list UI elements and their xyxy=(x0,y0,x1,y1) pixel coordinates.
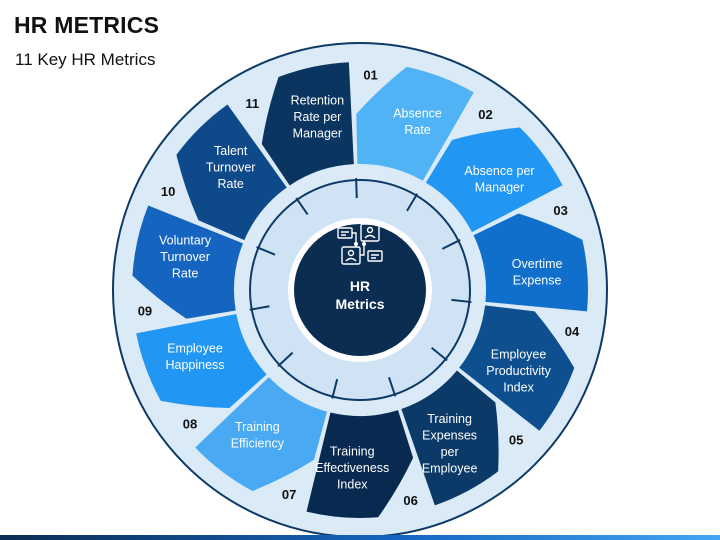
segment-number-07: 07 xyxy=(282,487,296,502)
ring-tick-3 xyxy=(441,239,461,250)
segment-09 xyxy=(132,205,243,319)
segment-number-10: 10 xyxy=(161,184,175,199)
segment-03 xyxy=(473,213,588,312)
segment-label-03-line-2: Expense xyxy=(513,274,562,288)
segment-label-09-line-3: Rate xyxy=(172,267,198,281)
segment-05 xyxy=(401,370,499,506)
segment-label-04-line-2: Productivity xyxy=(486,364,551,378)
ring-tick-4 xyxy=(451,298,472,304)
segment-label-09-line-2: Turnover xyxy=(160,250,210,264)
segment-label-11-line-3: Manager xyxy=(293,127,342,141)
segment-label-05-line-3: per xyxy=(441,445,459,459)
hr-people-network-icon xyxy=(337,223,383,265)
ring-tick-5 xyxy=(430,347,448,362)
center-circle xyxy=(294,224,426,356)
segment-label-10-line-2: Turnover xyxy=(206,161,256,175)
center-label-line2: Metrics xyxy=(335,296,384,312)
segment-01 xyxy=(356,66,474,181)
ring-tick-8 xyxy=(277,351,294,367)
segment-label-02-line-2: Manager xyxy=(475,181,524,195)
ring-tick-2 xyxy=(406,193,419,212)
segment-label-11-line-2: Rate per xyxy=(293,110,341,124)
segment-number-03: 03 xyxy=(553,203,567,218)
segment-label-03-line-1: Overtime xyxy=(512,257,563,271)
segment-label-04-line-1: Employee xyxy=(491,347,547,361)
segment-label-06-line-3: Index xyxy=(337,477,368,491)
bottom-accent-bar xyxy=(0,535,720,540)
segment-number-09: 09 xyxy=(138,303,152,318)
segment-number-05: 05 xyxy=(509,432,523,447)
segment-number-02: 02 xyxy=(478,107,492,122)
segment-02 xyxy=(425,127,563,233)
segment-label-07-line-2: Efficiency xyxy=(231,437,285,451)
segment-label-07-line-1: Training xyxy=(235,420,280,434)
segment-label-10-line-3: Rate xyxy=(217,177,243,191)
segment-label-08-line-2: Happiness xyxy=(165,358,224,372)
segment-number-06: 06 xyxy=(403,493,417,508)
segment-label-05-line-2: Expenses xyxy=(422,429,477,443)
segment-number-04: 04 xyxy=(565,324,580,339)
segment-11 xyxy=(261,62,354,186)
ring-tick-6 xyxy=(388,377,397,397)
segment-label-01-line-1: Absence xyxy=(393,106,442,120)
ring-tick-10 xyxy=(256,246,276,256)
ring-tick-1 xyxy=(355,178,358,199)
segment-06 xyxy=(306,410,414,519)
segment-label-10-line-1: Talent xyxy=(214,144,248,158)
segment-label-08-line-1: Employee xyxy=(167,342,223,356)
segment-08 xyxy=(136,314,267,409)
segment-label-05-line-4: Employee xyxy=(422,462,478,476)
segment-label-01-line-2: Rate xyxy=(404,123,430,137)
page-title: HR METRICS xyxy=(14,12,160,38)
segment-label-04-line-3: Index xyxy=(503,380,534,394)
segment-10 xyxy=(176,104,287,241)
segment-07 xyxy=(195,377,328,492)
segment-label-06-line-1: Training xyxy=(330,444,375,458)
segment-label-09-line-1: Voluntary xyxy=(159,234,212,248)
segment-number-01: 01 xyxy=(363,67,377,82)
segment-label-06-line-2: Effectiveness xyxy=(315,461,389,475)
segment-label-02-line-1: Absence per xyxy=(464,164,534,178)
ring-tick-9 xyxy=(249,305,270,311)
page-subtitle: 11 Key HR Metrics xyxy=(15,50,156,69)
segment-number-11: 11 xyxy=(245,96,259,111)
ring-tick-11 xyxy=(295,197,309,215)
segment-label-05-line-1: Training xyxy=(427,412,472,426)
segment-label-11-line-1: Retention xyxy=(291,94,345,108)
ring-tick-7 xyxy=(331,378,339,399)
center-label-line1: HR xyxy=(350,278,370,294)
segment-number-08: 08 xyxy=(183,416,197,431)
segment-04 xyxy=(459,305,575,431)
